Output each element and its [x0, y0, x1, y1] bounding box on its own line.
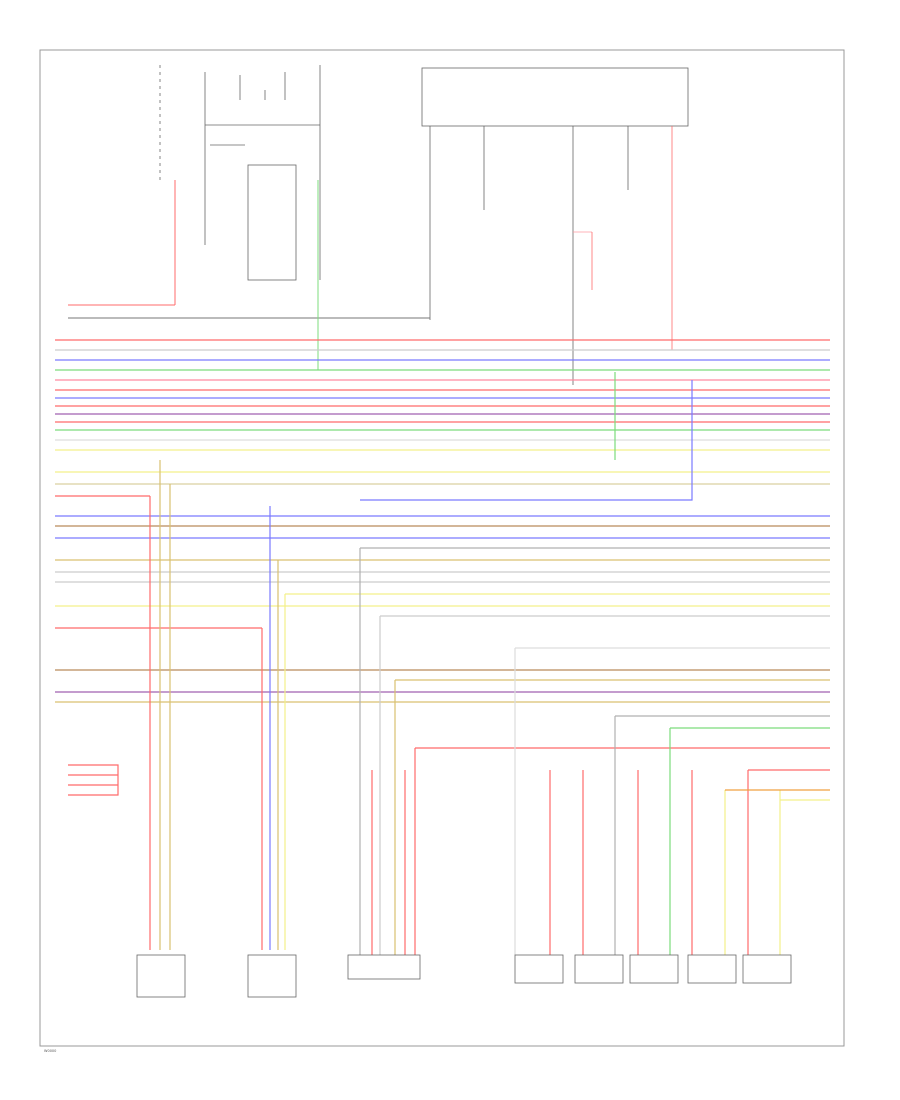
bus-wires — [55, 339, 830, 749]
component-box-7 — [687, 954, 737, 984]
control-module-connectors — [429, 126, 673, 385]
left-jumper — [68, 764, 119, 796]
page-code: W0000 — [44, 1049, 56, 1053]
component-box-1 — [136, 954, 186, 998]
drop-wires — [149, 460, 830, 960]
component-box-3 — [347, 954, 421, 980]
relay-section — [159, 65, 321, 281]
side-wires — [360, 372, 693, 501]
component-box-2 — [247, 954, 297, 998]
component-box-8 — [742, 954, 792, 984]
bottom-components — [136, 954, 792, 998]
component-box-4 — [514, 954, 564, 984]
diagram-frame — [39, 49, 845, 1047]
component-box-5 — [574, 954, 624, 984]
component-box-6 — [629, 954, 679, 984]
control-module-box — [421, 67, 689, 127]
